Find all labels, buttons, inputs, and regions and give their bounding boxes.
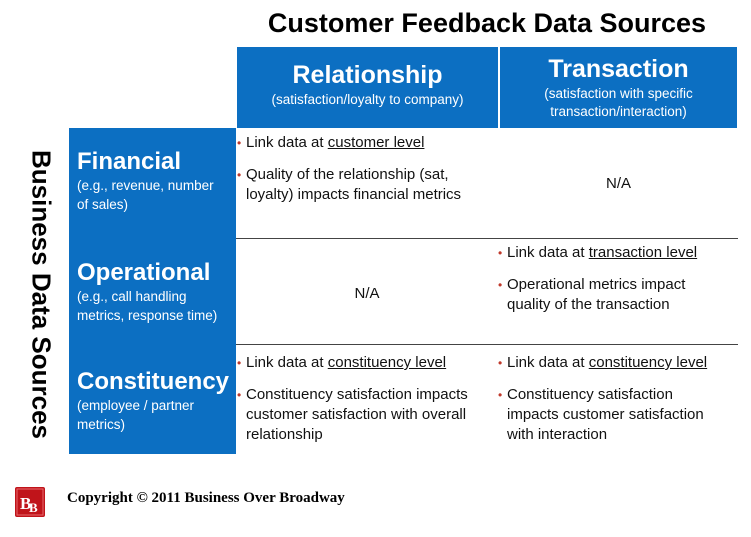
bullet-item: Link data at constituency level xyxy=(497,353,737,373)
bullet-text: Link data at xyxy=(507,354,589,371)
bullet-text: Constituency satisfaction xyxy=(507,386,673,403)
column-header-transaction: Transaction (satisfaction with specific … xyxy=(500,47,737,128)
bullet-item: Constituency satisfaction impacts custome… xyxy=(236,385,498,445)
row-heading: Operational xyxy=(77,259,211,286)
bullet-underlined-text: transaction level xyxy=(588,244,698,261)
bullet-text: relationship xyxy=(246,426,323,443)
row-heading: Constituency xyxy=(77,368,230,395)
row-subheading-line1: (employee / partner xyxy=(77,398,195,413)
cell-constituency-relationship: Link data at constituency level Constitu… xyxy=(236,353,498,457)
row-divider xyxy=(236,344,738,345)
bullet-text: Link data at xyxy=(507,244,589,261)
row-header-constituency: Constituency (employee / partner metrics… xyxy=(69,344,236,454)
cell-financial-relationship: Link data at customer level Quality of t… xyxy=(236,133,498,217)
bullet-text: Link data at xyxy=(246,354,328,371)
row-subheading-line1: (e.g., revenue, number xyxy=(77,178,214,193)
copyright-notice: Copyright © 2011 Business Over Broadway xyxy=(67,490,345,506)
bullet-text: Operational metrics impact xyxy=(507,276,686,293)
bullet-item: Operational metrics impact quality of the… xyxy=(497,275,737,315)
column-subheading: (satisfaction/loyalty to company) xyxy=(271,92,464,107)
bullet-item: Link data at transaction level xyxy=(497,243,737,263)
bullet-item: Link data at constituency level xyxy=(236,353,498,373)
cell-constituency-transaction: Link data at constituency level Constitu… xyxy=(497,353,737,457)
row-header-operational: Operational (e.g., call handling metrics… xyxy=(69,238,236,344)
cell-financial-transaction: N/A xyxy=(605,175,631,192)
row-subheading-line1: (e.g., call handling xyxy=(77,289,187,304)
row-header-financial: Financial (e.g., revenue, number of sale… xyxy=(69,128,236,238)
business-over-broadway-logo: B B xyxy=(15,487,45,517)
bullet-text: Quality of the relationship (sat, xyxy=(246,166,449,183)
bullet-underlined-text: customer level xyxy=(327,134,425,151)
bullet-text: with interaction xyxy=(507,426,608,443)
row-subheading-line2: metrics) xyxy=(77,417,125,432)
bullet-text: quality of the transaction xyxy=(507,296,670,313)
column-subheading-line1: (satisfaction with specific xyxy=(544,86,693,101)
svg-text:B: B xyxy=(20,494,31,513)
row-subheading-line2: of sales) xyxy=(77,197,129,212)
column-subheading-line2: transaction/interaction) xyxy=(550,104,687,119)
row-heading: Financial xyxy=(77,148,182,175)
row-subheading-line2: metrics, response time) xyxy=(77,308,218,323)
bullet-text: customer satisfaction with overall xyxy=(246,406,467,423)
cell-operational-relationship: N/A xyxy=(354,285,380,302)
bullet-underlined-text: constituency level xyxy=(327,354,447,371)
svg-text:B: B xyxy=(29,500,38,515)
bullet-underlined-text: constituency level xyxy=(588,354,708,371)
bullet-text: loyalty) impacts financial metrics xyxy=(246,186,462,203)
column-heading: Relationship xyxy=(292,61,443,89)
cell-operational-transaction: Link data at transaction level Operation… xyxy=(497,243,737,327)
bullet-text: Link data at xyxy=(246,134,328,151)
column-heading: Transaction xyxy=(548,55,689,83)
bullet-text: Constituency satisfaction impacts xyxy=(246,386,468,403)
bullet-item: Quality of the relationship (sat, loyalty… xyxy=(236,165,498,205)
column-header-relationship: Relationship (satisfaction/loyalty to co… xyxy=(237,47,498,128)
bullet-item: Constituency satisfaction impacts custome… xyxy=(497,385,737,445)
bullet-text: impacts customer satisfaction xyxy=(507,406,704,423)
side-axis-label: Business Data Sources xyxy=(23,145,59,445)
row-divider xyxy=(236,238,738,239)
diagram-title: Customer Feedback Data Sources xyxy=(267,8,707,38)
side-axis-label-text: Business Data Sources xyxy=(26,150,57,440)
bullet-item: Link data at customer level xyxy=(236,133,498,153)
